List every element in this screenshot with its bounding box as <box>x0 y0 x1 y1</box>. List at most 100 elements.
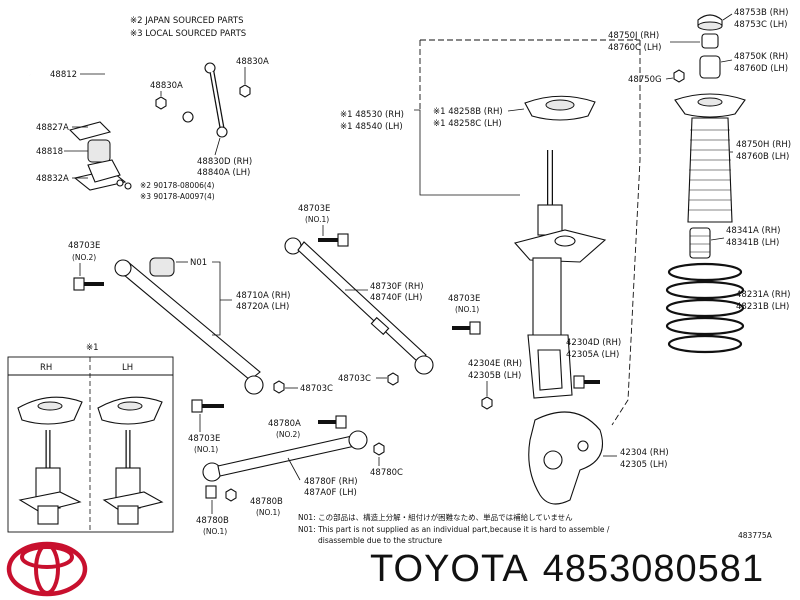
label-48341A: 48341A (RH) <box>726 226 781 236</box>
inset-lh: LH <box>122 363 133 373</box>
note-japanese: N01: この部品は、構造上分解・組付けが困難なため、単品では補給していません <box>298 512 573 522</box>
label-48231A: 48231A (RH) <box>736 290 791 300</box>
nut-icon <box>673 69 685 83</box>
label-487A0F: 487A0F (LH) <box>304 488 357 498</box>
label-48740F: 48740F (LH) <box>370 293 422 303</box>
label-48540: ※1 48540 (LH) <box>340 122 403 132</box>
bolt-icon <box>452 321 481 335</box>
label-48760C: 48760C (LH) <box>608 43 661 53</box>
nut-icon <box>373 442 385 456</box>
label-48780A-no: (NO.2) <box>276 430 300 439</box>
label-48750K: 48750K (RH) <box>734 52 788 62</box>
bolt-icon <box>191 399 224 413</box>
label-48730F: 48730F (RH) <box>370 282 424 292</box>
label-48780F: 48780F (RH) <box>304 477 358 487</box>
label-48703E-c-no: (NO.1) <box>455 305 479 314</box>
toyota-logo-icon <box>6 541 88 597</box>
strut-assembly <box>513 150 607 399</box>
label-90178-08006: ※2 90178-08006(4) <box>140 181 215 190</box>
label-48780A: 48780A <box>268 419 301 429</box>
nut-icon <box>239 84 251 98</box>
brand-caption: TOYOTA 4853080581 <box>370 548 778 591</box>
label-48231B: 48231B (LH) <box>736 302 789 312</box>
label-48703E-b: 48703E <box>298 204 330 214</box>
label-48703E-c: 48703E <box>448 294 480 304</box>
bushing-n01 <box>149 257 175 277</box>
label-48750J: 48750J (RH) <box>608 31 659 41</box>
label-48530: ※1 48530 (RH) <box>340 110 404 120</box>
steering-knuckle <box>528 411 604 505</box>
bolt-icon <box>318 233 349 247</box>
brand-name: TOYOTA <box>370 548 529 590</box>
label-90178-A0097: ※3 90178-A0097(4) <box>140 192 215 201</box>
label-48720A: 48720A (LH) <box>236 302 289 312</box>
label-48703E-b-no: (NO.1) <box>305 215 329 224</box>
label-48830A-1: 48830A <box>150 81 183 91</box>
bump-stopper <box>689 227 711 259</box>
label-42305A: 42305A (LH) <box>566 350 619 360</box>
legend-japan: ※2 JAPAN SOURCED PARTS <box>130 16 243 26</box>
toe-link <box>202 430 368 482</box>
lower-arm-no1 <box>114 259 264 395</box>
note-english-1: N01: This part is not supplied as an ind… <box>298 525 610 534</box>
label-42305B: 42305B (LH) <box>468 371 521 381</box>
nut-icon <box>387 372 399 386</box>
label-42304D: 42304D (RH) <box>566 338 621 348</box>
label-42304: 42304 (RH) <box>620 448 669 458</box>
label-48750H: 48750H (RH) <box>736 140 791 150</box>
label-48780B-2: 48780B <box>196 516 229 526</box>
label-48830A-2: 48830A <box>236 57 269 67</box>
note-english-2: disassemble due to the structure <box>318 536 442 545</box>
inset-box <box>7 356 174 533</box>
nut-icon <box>155 96 167 110</box>
label-48812: 48812 <box>50 70 77 80</box>
label-48753B: 48753B (RH) <box>734 8 789 18</box>
lateral-link <box>284 237 434 375</box>
bolt-icon <box>318 415 347 429</box>
label-48753C: 48753C (LH) <box>734 20 787 30</box>
label-48750G: 48750G <box>628 75 662 85</box>
label-48780B-1: 48780B <box>250 497 283 507</box>
inset-strut-rh <box>17 396 83 525</box>
label-48760B: 48760B (LH) <box>736 152 789 162</box>
label-48703C-1: 48703C <box>338 374 371 384</box>
label-48710A: 48710A (RH) <box>236 291 291 301</box>
upper-support <box>674 93 746 118</box>
label-48703E-a: 48703E <box>68 241 100 251</box>
part-number: 4853080581 <box>542 548 765 590</box>
label-48830D: 48830D (RH) <box>197 157 252 167</box>
label-48703E-d: 48703E <box>188 434 220 444</box>
coil-spring <box>665 262 745 354</box>
mount-nut <box>701 33 719 49</box>
stabilizer-bar <box>29 73 194 146</box>
label-48780C: 48780C <box>370 468 403 478</box>
stabilizer-link <box>204 62 228 138</box>
label-48341B: 48341B (LH) <box>726 238 779 248</box>
inset-marker: ※1 <box>86 343 99 353</box>
label-48258C: ※1 48258C (LH) <box>433 119 502 129</box>
upper-spring-seat <box>524 95 596 121</box>
label-48760D: 48760D (LH) <box>734 64 788 74</box>
label-48703C-2: 48703C <box>300 384 333 394</box>
label-48818: 48818 <box>36 147 63 157</box>
label-48703E-d-no: (NO.1) <box>194 445 218 454</box>
nut-icon <box>481 396 493 410</box>
label-48258B: ※1 48258B (RH) <box>433 107 503 117</box>
strut-mount-cap <box>697 14 723 31</box>
bolt-icon <box>73 277 104 291</box>
stabilizer-bushing <box>68 121 127 191</box>
inset-rh: RH <box>40 363 52 373</box>
diagram-id: 483775A <box>738 531 773 540</box>
nut-icon <box>273 380 285 394</box>
mount-bushing <box>699 55 721 79</box>
bolt-icon <box>205 485 217 499</box>
label-48840A: 48840A (LH) <box>197 168 250 178</box>
label-48703E-a-no: (NO.2) <box>72 253 96 262</box>
label-N01: N01 <box>190 258 207 268</box>
dust-boot <box>687 117 733 223</box>
inset-strut-lh <box>97 396 164 525</box>
label-48832A: 48832A <box>36 174 69 184</box>
nut-icon <box>225 488 237 502</box>
label-48827A: 48827A <box>36 123 69 133</box>
